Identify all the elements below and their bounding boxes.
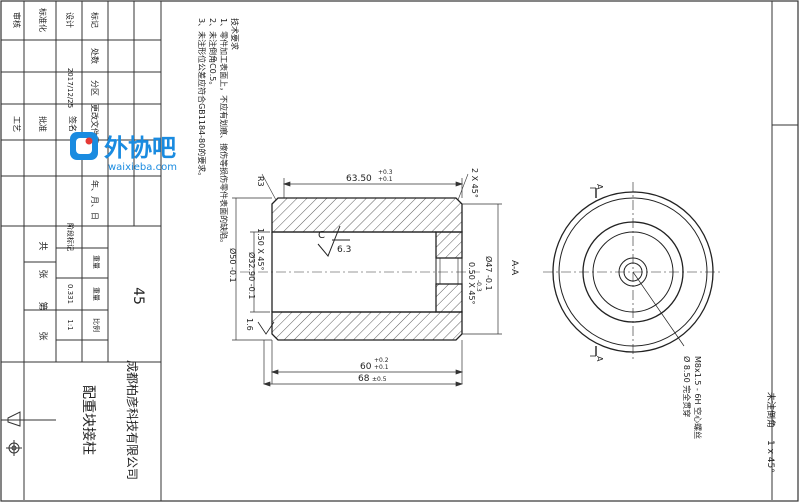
thread-leader [632, 271, 685, 347]
dim-60-tol-up: +0.2 [374, 357, 389, 364]
tb-label-count: 处数 [90, 48, 100, 64]
thread-hole [435, 257, 463, 285]
thread-note: M8x1.5 - 6H 空心螺丝 [693, 356, 703, 439]
tb-sheet-unit-current: 张 [37, 331, 48, 340]
tech-note-2: 2、未注倒角C0.5。 [208, 18, 218, 89]
tb-sheet-current: 第 [37, 301, 49, 310]
tb-weight-header: 重量 [92, 255, 100, 269]
dim-63-50-value: 63.50 [346, 174, 372, 184]
frame-corner-box [771, 0, 799, 126]
dim-63-50 [282, 178, 464, 198]
dim-left-diameters [232, 197, 272, 341]
tb-label-sign: 签名 [68, 116, 78, 132]
dim-63-50-tol-up: +0.3 [378, 169, 393, 176]
tb-approve-label: 批准 [38, 116, 48, 132]
tech-notes: 技术要求 1、零件加工表面上，不应有划痕、擦伤等损伤零件表面的缺陷。 2、未注倒… [197, 18, 240, 247]
tb-standard-label: 标准化 [38, 8, 48, 32]
tb-label-zone: 分区 [90, 80, 99, 96]
tb-process-label: 工艺 [12, 116, 21, 132]
dim-chamfer-left: 1.50 X 45° [256, 228, 265, 271]
corner-note: 未注倒角 [765, 392, 777, 428]
tb-company: 成都柏彦科技有限公司 [125, 360, 140, 480]
tb-scale-value: 1:1 [66, 319, 74, 330]
dim-68-value: 68 [358, 374, 370, 384]
tb-weight-label: 重量 [92, 287, 100, 301]
roughness-value: 6.3 [337, 245, 351, 255]
dim-chamfer-right: 0.50 X 45° [467, 262, 476, 305]
view-label-a-top: A [595, 184, 604, 190]
tb-label-date: 年、月、日 [90, 180, 100, 220]
dim-63-50-tol-dn: +0.1 [378, 176, 393, 183]
tb-sheet-unit-total: 张 [37, 269, 48, 278]
corner-note-value: 1 x 45° [765, 440, 775, 473]
section-wall-bottom [271, 311, 463, 341]
tb-designer-label: 设计 [65, 12, 75, 28]
tb-scale-label: 比例 [92, 318, 101, 332]
dim-dia-47: Ø47 -0.1 [484, 256, 494, 291]
tb-stage-label: 阶段标记 [66, 223, 75, 251]
tb-label-mark: 标记 [90, 12, 100, 28]
tech-note-3: 3、未注形位公差应符合GB1184-80的要求。 [197, 18, 207, 180]
watermark-brand: 外协吧 [104, 134, 176, 162]
projection-symbol [6, 411, 22, 456]
section-view: C 6.3 1.6 63.50 +0.3 +0.1 R3 2 X 45° [228, 168, 519, 387]
tb-review-label: 审核 [12, 12, 22, 28]
roughness-symbol-small [257, 321, 275, 335]
dim-r3: R3 [256, 176, 265, 187]
dim-68-tol: ±0.5 [372, 376, 387, 383]
section-end-wall-lower [435, 283, 463, 313]
thread-note-through: Ø 8.50 完全贯穿 [682, 356, 692, 417]
view-label-a-bottom: A [595, 356, 604, 362]
tb-part-name: 配重块接柱 [80, 385, 97, 455]
section-label: A-A [509, 260, 519, 276]
dim-chamfer-top: 2 X 45° [470, 168, 479, 198]
end-view [543, 182, 723, 362]
dim-dia-50: Ø50 -0.1 [228, 248, 238, 283]
roughness-symbol [317, 225, 350, 257]
title-block-texts: 标记 处数 分区 更改文件号 签名 年、月、日 设计 2017/12/25 标准… [12, 8, 146, 480]
dim-dia-47-tol: -0.3 [475, 280, 482, 292]
dim-60-tol-dn: +0.1 [374, 364, 389, 371]
dim-dia-32-90: Ø32.90 -0.1 [247, 252, 257, 299]
dim-60-value: 60 [360, 362, 372, 372]
dim-right-diameters [462, 203, 502, 335]
title-block [0, 0, 162, 502]
dim-60 [262, 340, 464, 387]
watermark-url: waixieba.com [108, 162, 177, 173]
section-wall-top [271, 197, 463, 233]
tb-weight-value: 0.331 [66, 284, 74, 304]
roughness-small-value: 1.6 [245, 318, 254, 331]
tech-note-1: 1、零件加工表面上，不应有划痕、擦伤等损伤零件表面的缺陷。 [219, 18, 229, 247]
tb-date-value: 2017/12/25 [66, 68, 74, 108]
tb-material: 45 [130, 287, 146, 305]
tech-notes-heading: 技术要求 [230, 18, 240, 50]
tb-label-change-doc: 更改文件号 [90, 104, 100, 144]
tb-sheet-total: 共 [37, 241, 48, 250]
watermark-logo: 外协吧 waixieba.com [70, 132, 177, 173]
roughness-c-label: C [318, 230, 325, 241]
section-end-wall [435, 231, 463, 259]
